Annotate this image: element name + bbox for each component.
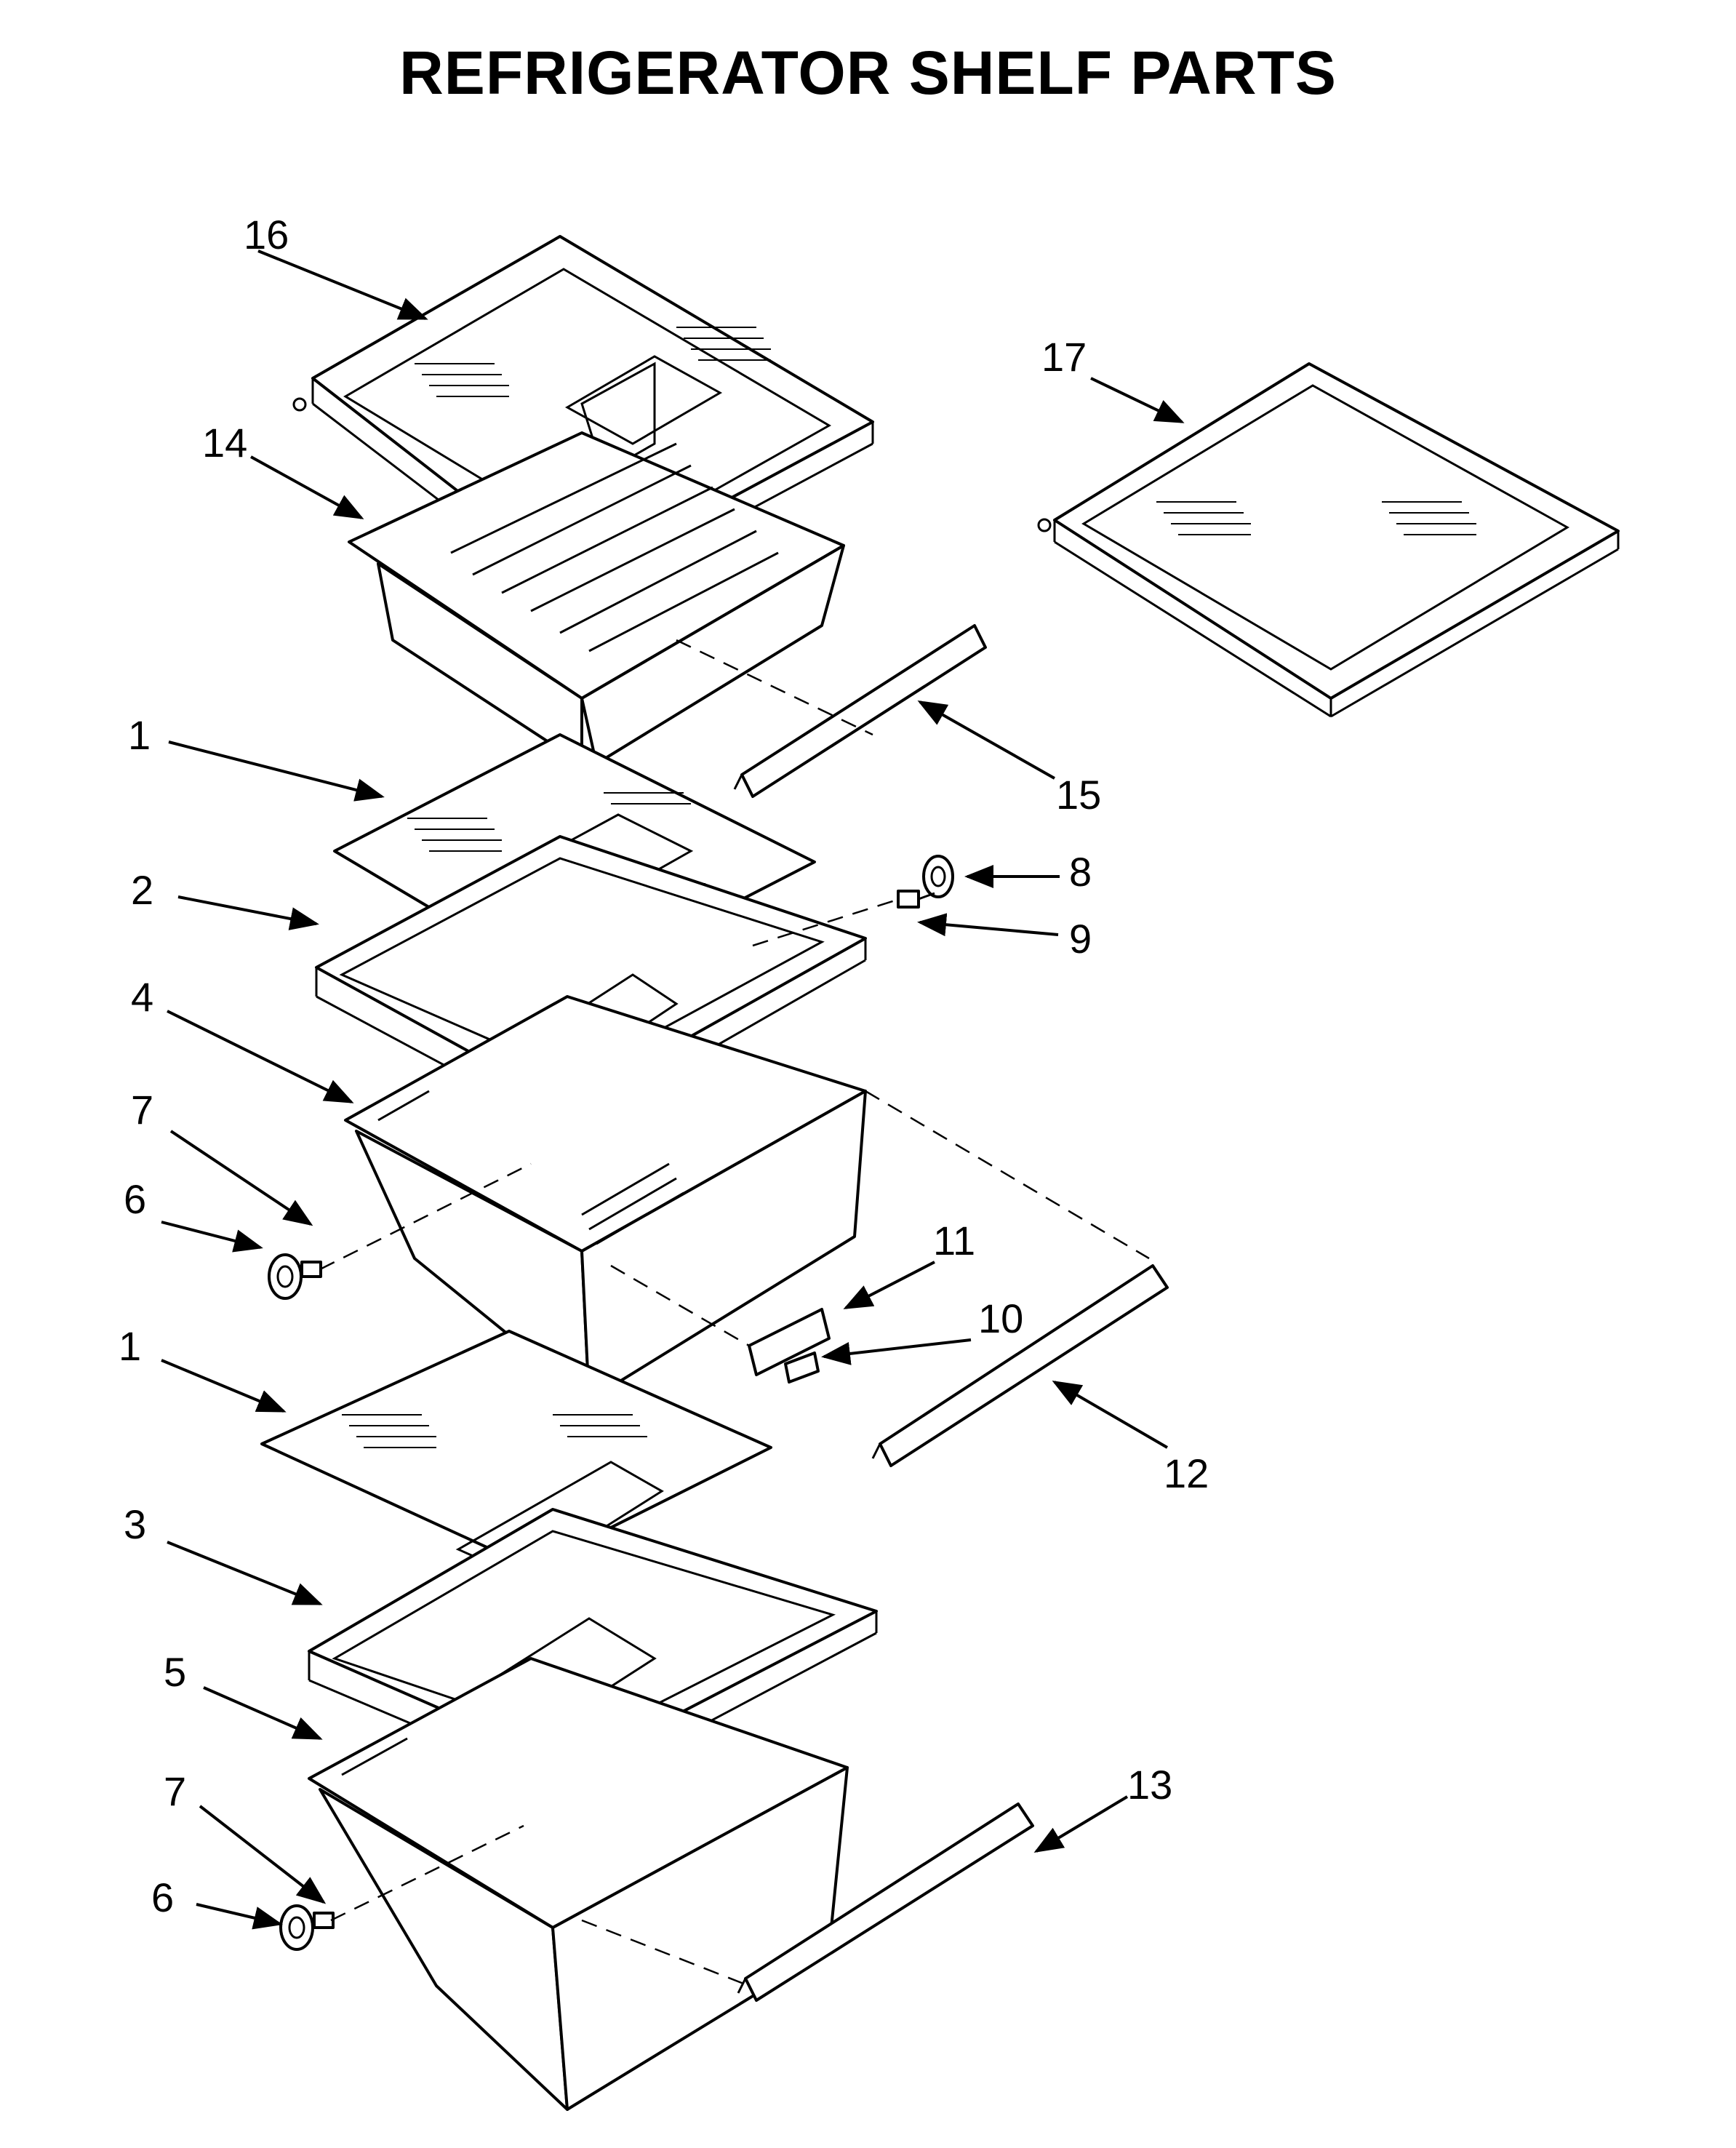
callout-10: 10: [978, 1295, 1023, 1341]
callout-6-upper: 6: [124, 1176, 146, 1222]
callout-arrows: [161, 249, 1185, 1930]
callout-17: 17: [1041, 334, 1087, 380]
part-6-roller-upper[interactable]: [268, 1253, 303, 1300]
callout-4: 4: [131, 974, 153, 1020]
callout-3: 3: [124, 1501, 146, 1547]
callout-13: 13: [1127, 1762, 1172, 1808]
part-10-clip[interactable]: [784, 1352, 820, 1384]
assembly-lines: [319, 639, 1150, 1987]
callout-15: 15: [1056, 772, 1101, 818]
callout-labels: 16 17 14 15 1 8 2 9 4 7 6 11 10 1 12 3 5…: [119, 212, 1209, 1920]
part-12-front-trim[interactable]: [871, 1264, 1169, 1467]
part-9-screw[interactable]: [897, 890, 935, 909]
callout-16: 16: [244, 212, 289, 257]
part-5-lower-crisper-drawer[interactable]: [308, 1657, 849, 2111]
part-6-roller-lower[interactable]: [279, 1904, 314, 1951]
part-11-label[interactable]: [748, 1308, 831, 1376]
callout-1-upper: 1: [128, 712, 151, 758]
callout-6-lower: 6: [151, 1874, 174, 1920]
callout-7-lower: 7: [164, 1768, 186, 1814]
callout-7-upper: 7: [131, 1087, 153, 1133]
part-7-screw-lower[interactable]: [313, 1912, 335, 1929]
part-7-screw-upper[interactable]: [300, 1261, 322, 1278]
callout-8: 8: [1069, 849, 1092, 895]
part-17-glass-shelf[interactable]: [1037, 362, 1620, 718]
callout-11: 11: [933, 1218, 975, 1263]
page-title: REFRIGERATOR SHELF PARTS: [399, 39, 1337, 107]
callout-14: 14: [202, 420, 247, 466]
part-13-front-trim[interactable]: [737, 1802, 1034, 2002]
callout-9: 9: [1069, 916, 1092, 962]
part-14-upper-crisper-drawer[interactable]: [348, 431, 845, 765]
part-1-lower-glass-insert[interactable]: [260, 1330, 772, 1580]
callout-12: 12: [1164, 1450, 1209, 1496]
callout-5: 5: [164, 1649, 186, 1695]
callout-1-lower: 1: [119, 1323, 141, 1369]
part-8-roller[interactable]: [922, 855, 954, 898]
part-15-front-trim[interactable]: [733, 624, 987, 798]
callout-2: 2: [131, 867, 153, 913]
